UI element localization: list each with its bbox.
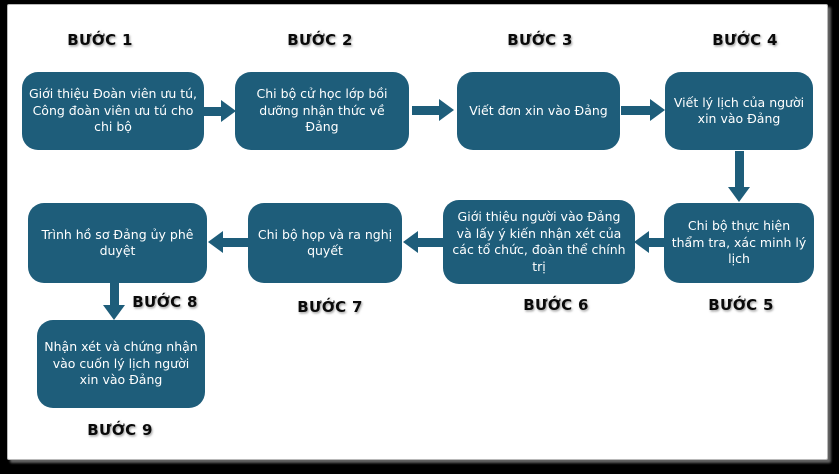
arrow-shaft xyxy=(412,106,440,115)
step-3-label: BƯỚC 3 xyxy=(507,31,573,49)
arrow-shaft xyxy=(735,151,744,188)
step-1-label: BƯỚC 1 xyxy=(67,31,133,49)
step-5-box: Chi bộ thực hiện thẩm tra, xác minh lý l… xyxy=(664,203,814,283)
step-5-text: Chi bộ thực hiện thẩm tra, xác minh lý l… xyxy=(671,218,807,267)
arrow-head-left-icon xyxy=(208,231,223,253)
arrow-head-left-icon xyxy=(634,231,649,253)
step-3-text: Viết đơn xin vào Đảng xyxy=(469,102,608,118)
step-4-label: BƯỚC 4 xyxy=(712,31,778,49)
step-2-label: BƯỚC 2 xyxy=(287,31,353,49)
step-2-box: Chi bộ cử học lớp bồi dưỡng nhận thức về… xyxy=(235,72,409,150)
step-4-text: Viết lý lịch của người xin vào Đảng xyxy=(673,94,805,127)
step-7-box: Chi bộ họp và ra nghị quyết xyxy=(248,203,402,283)
arrow-head-down-icon xyxy=(103,305,125,320)
arrow-shaft xyxy=(417,238,443,247)
step-4-box: Viết lý lịch của người xin vào Đảng xyxy=(665,72,813,150)
step-7-text: Chi bộ họp và ra nghị quyết xyxy=(257,226,393,259)
step-6-label: BƯỚC 6 xyxy=(523,296,589,314)
step-5-label: BƯỚC 5 xyxy=(708,296,774,314)
arrow-shaft xyxy=(621,106,651,115)
arrow-head-left-icon xyxy=(403,231,418,253)
arrow-head-right-icon xyxy=(650,99,665,121)
arrow-head-right-icon xyxy=(221,100,236,122)
arrow-head-right-icon xyxy=(439,99,454,121)
step-6-text: Giới thiệu người vào Đảng và lấy ý kiến … xyxy=(452,209,626,274)
step-8-text: Trình hồ sơ Đảng ủy phê duyệt xyxy=(41,226,194,259)
step-9-text: Nhận xét và chứng nhận vào cuốn lý lịch … xyxy=(44,339,198,388)
step-2-text: Chi bộ cử học lớp bồi dưỡng nhận thức về… xyxy=(256,86,388,135)
step-1-box: Giới thiệu Đoàn viên ưu tú, Công đoàn vi… xyxy=(22,72,204,150)
step-6-box: Giới thiệu người vào Đảng và lấy ý kiến … xyxy=(443,200,635,284)
arrow-head-down-icon xyxy=(728,187,750,202)
arrow-shaft xyxy=(648,238,664,247)
step-1-text: Giới thiệu Đoàn viên ưu tú, Công đoàn vi… xyxy=(28,86,198,135)
step-8-box: Trình hồ sơ Đảng ủy phê duyệt xyxy=(28,203,207,283)
arrow-shaft xyxy=(110,283,119,306)
arrow-shaft xyxy=(222,238,248,247)
step-3-box: Viết đơn xin vào Đảng xyxy=(457,72,620,150)
arrow-shaft xyxy=(204,107,222,116)
step-7-label: BƯỚC 7 xyxy=(297,298,363,316)
step-9-box: Nhận xét và chứng nhận vào cuốn lý lịch … xyxy=(37,320,205,408)
step-9-label: BƯỚC 9 xyxy=(87,421,153,439)
step-8-label: BƯỚC 8 xyxy=(132,293,198,311)
